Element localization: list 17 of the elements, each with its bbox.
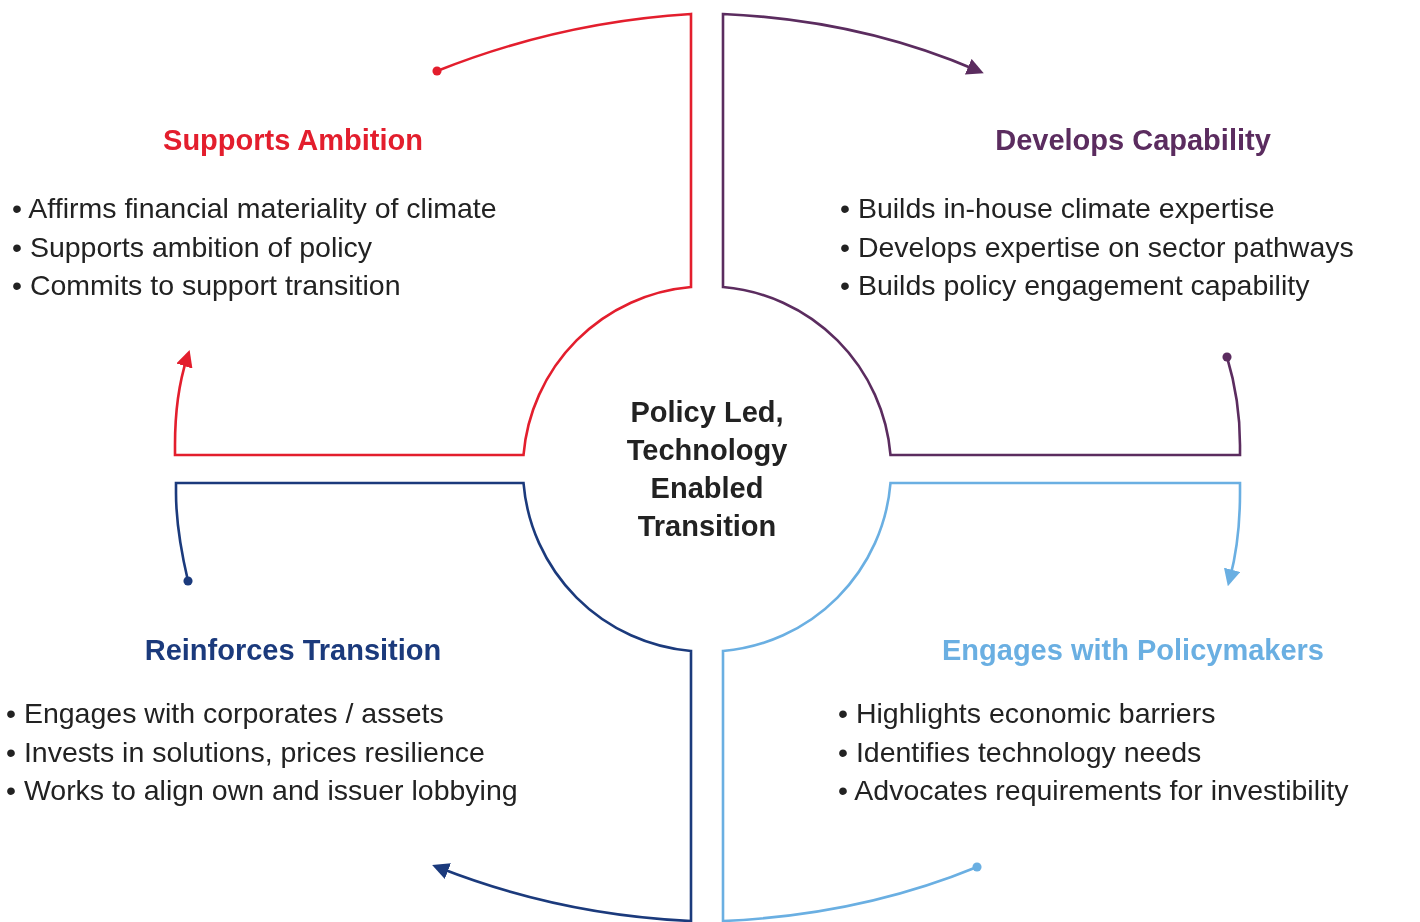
bullet-text: • Supports ambition of policy [12, 229, 373, 265]
bullet-text: • Advocates requirements for investibility [838, 773, 1349, 808]
bullet-text: • Highlights economic barriers [838, 696, 1216, 731]
bullet-text: • Commits to support transition [12, 268, 401, 303]
bullet-text: • Develops expertise on sector pathways [840, 229, 1354, 265]
quadrant-heading: Develops Capability [994, 124, 1272, 157]
bullet-text: • Builds policy engagement capability [840, 268, 1310, 303]
bullet-text: • Invests in solutions, prices resilience [6, 734, 485, 770]
bullet-text: • Builds in-house climate expertise [840, 191, 1275, 226]
bullet-text: • Affirms financial materiality of climate [12, 191, 497, 226]
bullet-text: • Identifies technology needs [838, 734, 1202, 770]
quadrant-heading: Supports Ambition [162, 124, 424, 157]
bullet-text: • Engages with corporates / assets [6, 696, 444, 731]
center-title: Policy Led, Technology Enabled Transition [625, 395, 789, 544]
bullet-text: • Works to align own and issuer lobbying [6, 773, 518, 808]
quadrant-heading: Engages with Policymakers [941, 634, 1325, 667]
quadrant-heading: Reinforces Transition [143, 634, 443, 667]
